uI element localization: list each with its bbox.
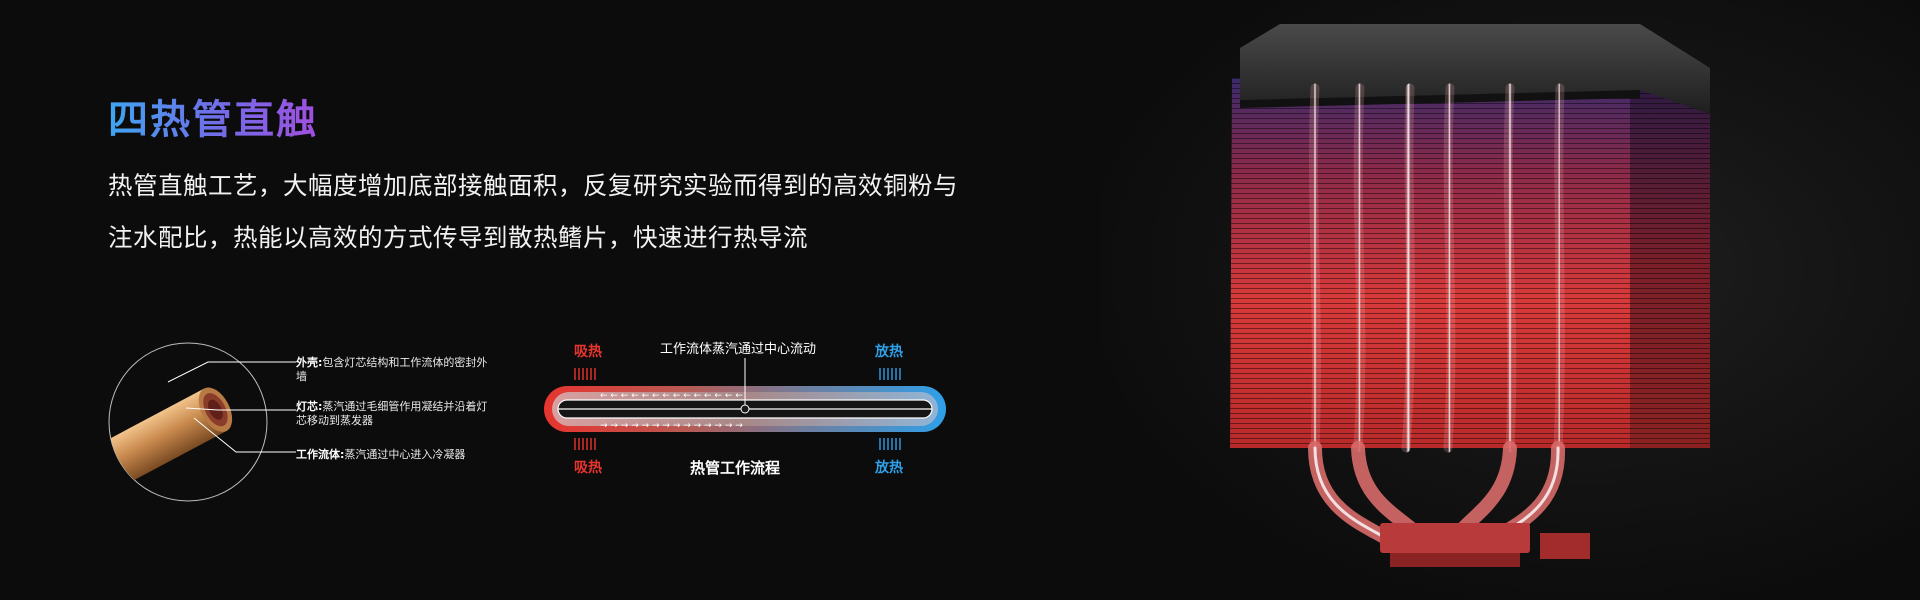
feature-description: 热管直触工艺，大幅度增加底部接触面积，反复研究实验而得到的高效铜粉与注水配比，热… (108, 171, 958, 252)
page-title: 四热管直触 (108, 97, 318, 143)
callout-working-fluid: 工作流体:蒸汽通过中心进入冷凝器 (296, 448, 466, 461)
svg-text:→ → → → → → → → → → → → → →: → → → → → → → → → → → → → → (600, 421, 743, 431)
release-heat-bottom-label: 放热 (875, 460, 903, 476)
cpu-cooler-tower-icon (1230, 24, 1710, 567)
flow-caption: 热管工作流程 (690, 459, 781, 477)
release-heat-top-label: 放热 (875, 344, 903, 360)
svg-text:← ← ← ← ← ← ← ← ← ← ← ← ← ←: ← ← ← ← ← ← ← ← ← ← ← ← ← ← (600, 391, 743, 401)
heat-pipe-cross-section-icon (108, 342, 268, 502)
absorb-heat-bottom-label: 吸热 (574, 460, 602, 476)
vapor-flow-note: 工作流体蒸汽通过中心流动 (660, 342, 817, 357)
absorb-heat-top-label: 吸热 (574, 344, 602, 360)
callout-shell: 外壳:包含灯芯结构和工作流体的密封外墙 (296, 356, 488, 383)
heat-pipe-flow-diagram: ← ← ← ← ← ← ← ← ← ← ← ← ← ← → → → → → → … (540, 336, 960, 486)
flow-pipe-icon: ← ← ← ← ← ← ← ← ← ← ← ← ← ← → → → → → → … (544, 358, 946, 450)
callout-wick: 灯芯:蒸汽通过毛细管作用凝结并沿着灯芯移动到蒸发器 (296, 400, 488, 427)
